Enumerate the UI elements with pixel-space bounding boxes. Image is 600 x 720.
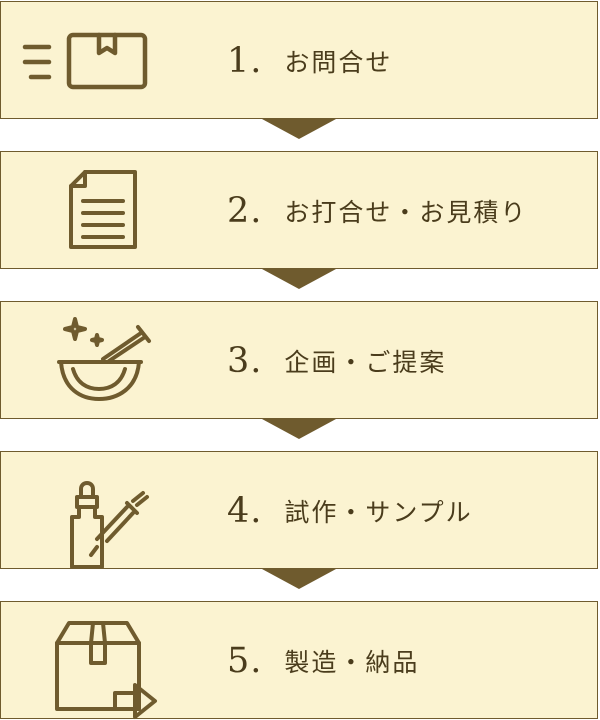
flow-arrow <box>262 569 336 589</box>
step-manufacture-delivery: 5. 製造・納品 <box>0 601 598 719</box>
step-number: 1. <box>227 41 263 81</box>
step-text: 企画・ご提案 <box>284 348 447 377</box>
step-label: 3. 企画・ご提案 <box>227 302 446 420</box>
step-label: 1. お問合せ <box>227 2 392 120</box>
step-prototype-sample: 4. 試作・サンプル <box>0 451 598 569</box>
step-meeting-estimate: 2. お打合せ・お見積り <box>0 151 598 269</box>
step-number: 4. <box>227 491 263 531</box>
step-text: 試作・サンプル <box>284 498 473 527</box>
mortar-pestle-icon <box>41 317 161 407</box>
flow-arrow <box>262 419 336 439</box>
step-number: 2. <box>227 191 263 231</box>
step-planning-proposal: 3. 企画・ご提案 <box>0 301 598 419</box>
step-label: 4. 試作・サンプル <box>227 452 473 570</box>
document-icon <box>41 167 161 257</box>
step-label: 2. お打合せ・お見積り <box>227 152 527 270</box>
flow-arrow <box>262 119 336 139</box>
step-text: お打合せ・お見積り <box>284 198 528 227</box>
delivery-box-icon <box>41 617 161 719</box>
step-number: 5. <box>227 641 263 681</box>
step-label: 5. 製造・納品 <box>227 602 419 720</box>
dropper-bottle-icon <box>41 467 161 569</box>
step-number: 3. <box>227 341 263 381</box>
step-inquiry: 1. お問合せ <box>0 1 598 119</box>
step-text: 製造・納品 <box>284 648 420 677</box>
flow-arrow <box>262 269 336 289</box>
step-text: お問合せ <box>284 48 393 77</box>
mail-box-icon <box>22 17 161 107</box>
